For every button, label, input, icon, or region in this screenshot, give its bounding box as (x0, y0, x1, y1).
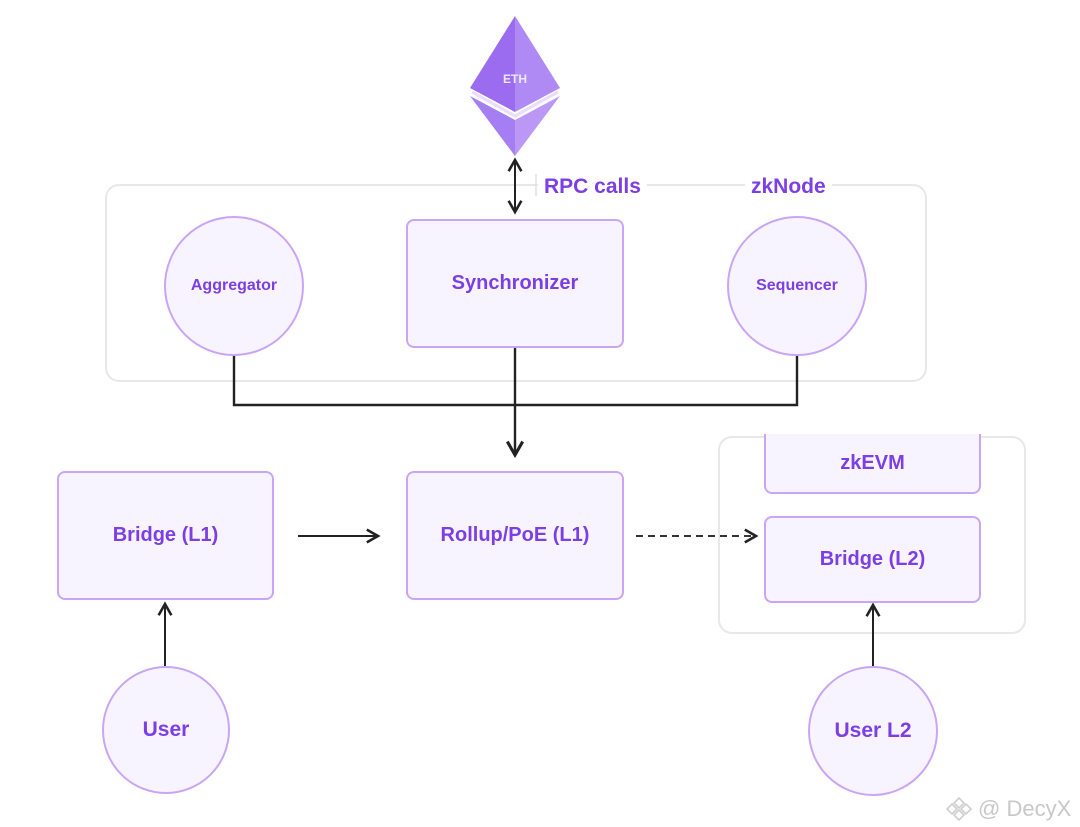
binance-logo-icon (946, 796, 972, 822)
bridge-l1-node[interactable]: Bridge (L1) (57, 471, 274, 600)
user-node[interactable]: User (102, 666, 230, 794)
zkevm-label: zkEVM (840, 451, 905, 474)
bridge-l2-node[interactable]: Bridge (L2) (764, 516, 981, 603)
zknode-label: zkNode (745, 175, 832, 199)
zkevm-node[interactable]: zkEVM (764, 434, 981, 494)
synchronizer-node[interactable]: Synchronizer (406, 219, 624, 348)
watermark: @ DecyX (946, 796, 1071, 822)
aggregator-node[interactable]: Aggregator (164, 216, 304, 356)
eth-label: ETH (503, 72, 527, 86)
eth-logo: ETH (470, 16, 560, 156)
bridge-l2-label: Bridge (L2) (819, 548, 926, 570)
user-label: User (142, 718, 190, 741)
rpc-calls-label: RPC calls (538, 175, 647, 199)
eth-diamond-icon (470, 16, 560, 156)
sequencer-node[interactable]: Sequencer (727, 216, 867, 356)
sequencer-label: Sequencer (756, 277, 838, 294)
rollup-poe-node[interactable]: Rollup/PoE (L1) (406, 471, 624, 600)
synchronizer-label: Synchronizer (451, 272, 579, 294)
aggregator-label: Aggregator (190, 277, 278, 294)
user-l2-label: User L2 (834, 719, 912, 742)
watermark-text: @ DecyX (978, 796, 1072, 821)
rollup-poe-label: Rollup/PoE (L1) (440, 524, 590, 546)
bridge-l1-label: Bridge (L1) (112, 524, 219, 546)
user-l2-node[interactable]: User L2 (808, 666, 938, 796)
